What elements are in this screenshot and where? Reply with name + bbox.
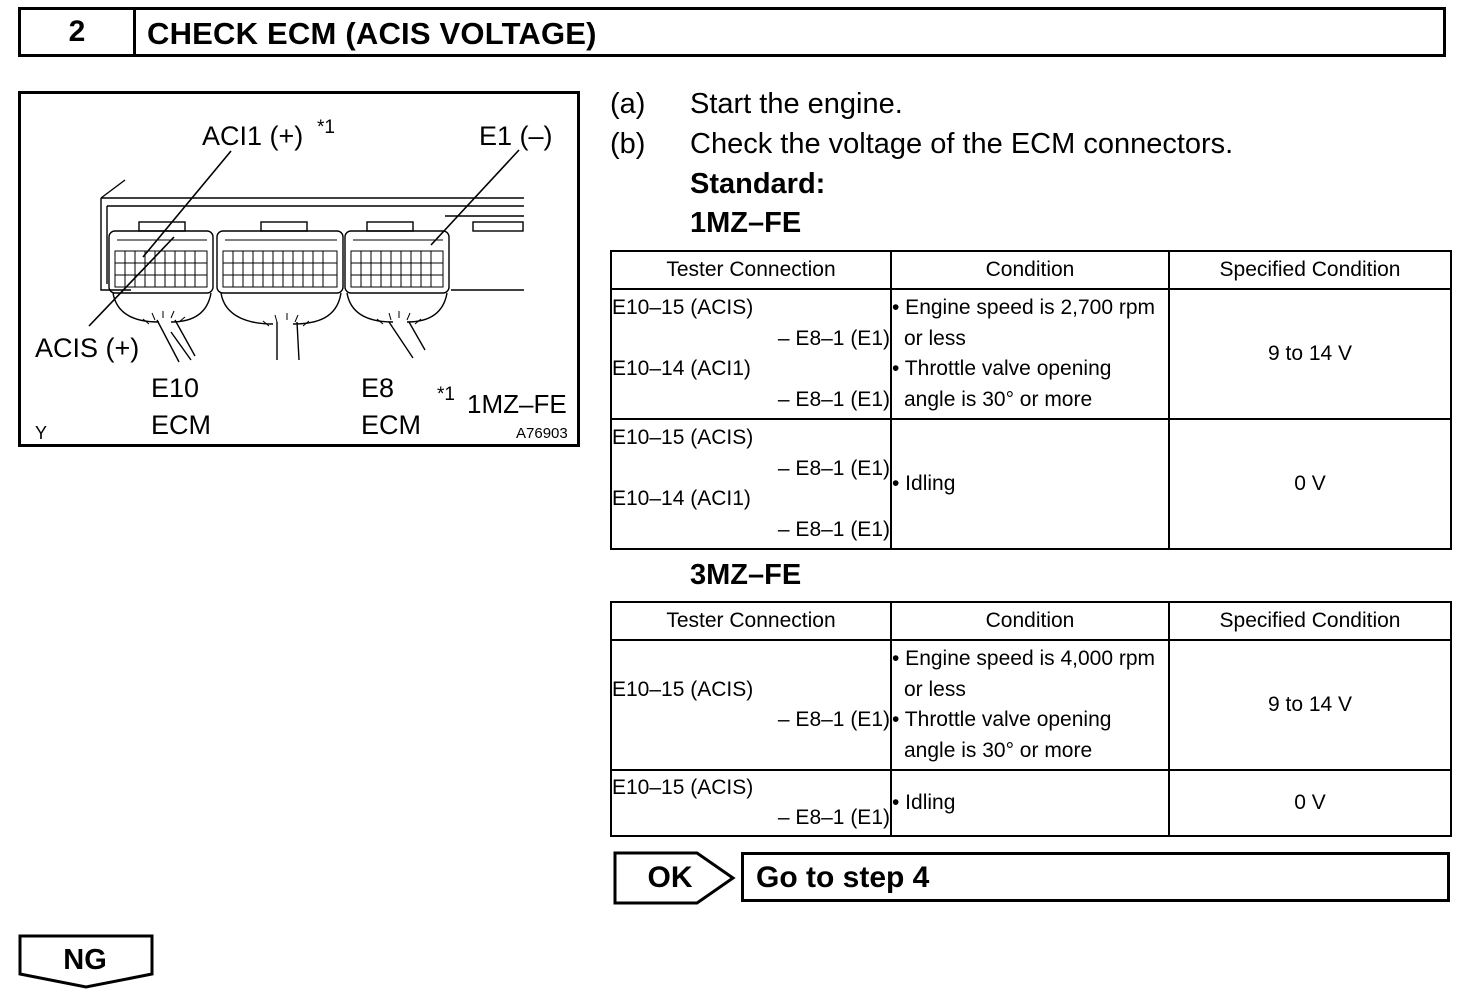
- engine-3mz-heading: 3MZ–FE: [690, 559, 802, 591]
- table-row: E10–15 (ACIS) – E8–1 (E1) E10–14 (ACI1) …: [610, 418, 1452, 550]
- engine-1mz-heading: 1MZ–FE: [690, 207, 802, 239]
- ecm-connector-drawing: [88, 149, 524, 363]
- table-header-row: Tester Connection Condition Specified Co…: [610, 250, 1452, 290]
- label-e10-ecm: ECM: [151, 410, 211, 440]
- step-a-text: Start the engine.: [690, 88, 903, 120]
- condition-cell: • Engine speed is 4,000 rpm or less • Th…: [890, 639, 1170, 771]
- footnote-text: 1MZ–FE: [467, 389, 567, 419]
- header-specified-condition: Specified Condition: [1168, 250, 1452, 290]
- table-row: E10–15 (ACIS) – E8–1 (E1) • Idling 0 V: [610, 769, 1452, 837]
- step-b-marker: (b): [610, 128, 646, 160]
- step-title: CHECK ECM (ACIS VOLTAGE): [147, 16, 597, 51]
- ok-action-box: Go to step 4: [741, 852, 1450, 902]
- condition-cell: • Idling: [890, 418, 1170, 550]
- footnote-marker: *1: [437, 384, 455, 405]
- corner-mark: Y: [35, 423, 48, 443]
- tester-connection-cell: E10–15 (ACIS) – E8–1 (E1) E10–14 (ACI1) …: [610, 418, 892, 550]
- ok-arrow-shape: [613, 851, 736, 905]
- spec-table-3mz: Tester Connection Condition Specified Co…: [610, 601, 1452, 837]
- header-tester-connection: Tester Connection: [610, 601, 892, 641]
- header-condition: Condition: [890, 601, 1170, 641]
- label-aci1-note: *1: [317, 117, 335, 138]
- ok-label: OK: [647, 861, 693, 894]
- label-e10: E10: [151, 373, 200, 403]
- ng-arrow-shape: [18, 934, 154, 989]
- specified-condition-cell: 9 to 14 V: [1168, 288, 1452, 420]
- label-e1: E1 (–): [479, 121, 553, 151]
- header-condition: Condition: [890, 250, 1170, 290]
- table-row: E10–15 (ACIS) – E8–1 (E1) E10–14 (ACI1) …: [610, 288, 1452, 420]
- label-aci1: ACI1 (+): [202, 121, 304, 151]
- tester-connection-cell: E10–15 (ACIS) – E8–1 (E1): [610, 639, 892, 771]
- label-e8-ecm: ECM: [361, 410, 421, 440]
- ecm-connector-figure: ACI1 (+) *1 E1 (–) ACIS (+) E10 ECM E8 E…: [18, 91, 580, 447]
- spec-table-1mz: Tester Connection Condition Specified Co…: [610, 250, 1452, 550]
- header-specified-condition: Specified Condition: [1168, 601, 1452, 641]
- header-tester-connection: Tester Connection: [610, 250, 892, 290]
- specified-condition-cell: 0 V: [1168, 769, 1452, 837]
- standard-label: Standard:: [690, 168, 826, 200]
- go-to-step-text: Go to step 4: [756, 861, 930, 894]
- table-header-row: Tester Connection Condition Specified Co…: [610, 601, 1452, 641]
- step-a-marker: (a): [610, 88, 646, 120]
- label-acis: ACIS (+): [35, 333, 140, 363]
- figure-code: A76903: [516, 425, 568, 442]
- step-b-text: Check the voltage of the ECM connectors.: [690, 128, 1234, 160]
- tester-connection-cell: E10–15 (ACIS) – E8–1 (E1) E10–14 (ACI1) …: [610, 288, 892, 420]
- condition-cell: • Idling: [890, 769, 1170, 837]
- step-header: 2 CHECK ECM (ACIS VOLTAGE): [18, 7, 1446, 57]
- label-e8: E8: [361, 373, 395, 403]
- ng-label: NG: [63, 944, 107, 976]
- tester-connection-cell: E10–15 (ACIS) – E8–1 (E1): [610, 769, 892, 837]
- condition-cell: • Engine speed is 2,700 rpm or less • Th…: [890, 288, 1170, 420]
- step-number: 2: [21, 10, 136, 54]
- table-row: E10–15 (ACIS) – E8–1 (E1) • Engine speed…: [610, 639, 1452, 771]
- specified-condition-cell: 9 to 14 V: [1168, 639, 1452, 771]
- specified-condition-cell: 0 V: [1168, 418, 1452, 550]
